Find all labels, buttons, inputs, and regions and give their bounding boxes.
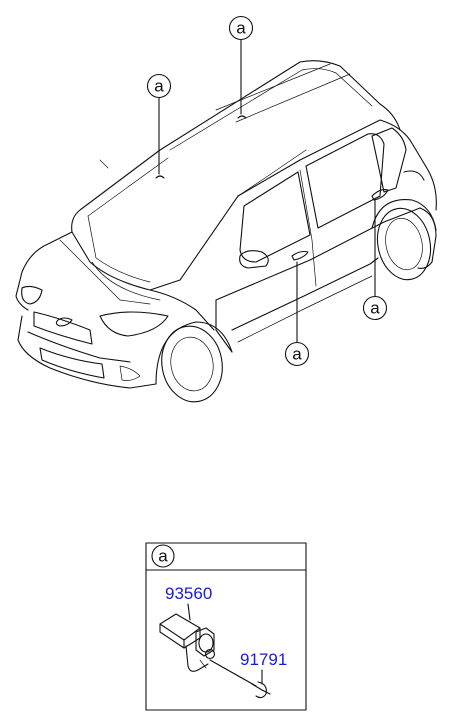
callout-leaders (158, 39, 376, 343)
callout-windshield: a (146, 73, 172, 99)
callout-rear-door-handle: a (362, 295, 388, 321)
callout-windshield-label: a (154, 77, 164, 96)
callout-rear-door-label: a (370, 299, 380, 318)
detail-box-header-label: a (158, 547, 168, 566)
door-sensor-icon (159, 613, 216, 672)
callout-roof: a (228, 15, 254, 41)
callout-roof-label: a (236, 19, 246, 38)
car-illustration (15, 60, 437, 403)
callout-front-door-handle: a (284, 341, 310, 367)
detail-box: a 93560 91791 (145, 542, 307, 711)
callout-front-door-label: a (292, 345, 302, 364)
part-number-93560[interactable]: 93560 (165, 584, 212, 603)
screw-icon (251, 681, 271, 699)
part-number-91791[interactable]: 91791 (240, 650, 287, 669)
detail-box-header-callout: a (151, 544, 175, 568)
